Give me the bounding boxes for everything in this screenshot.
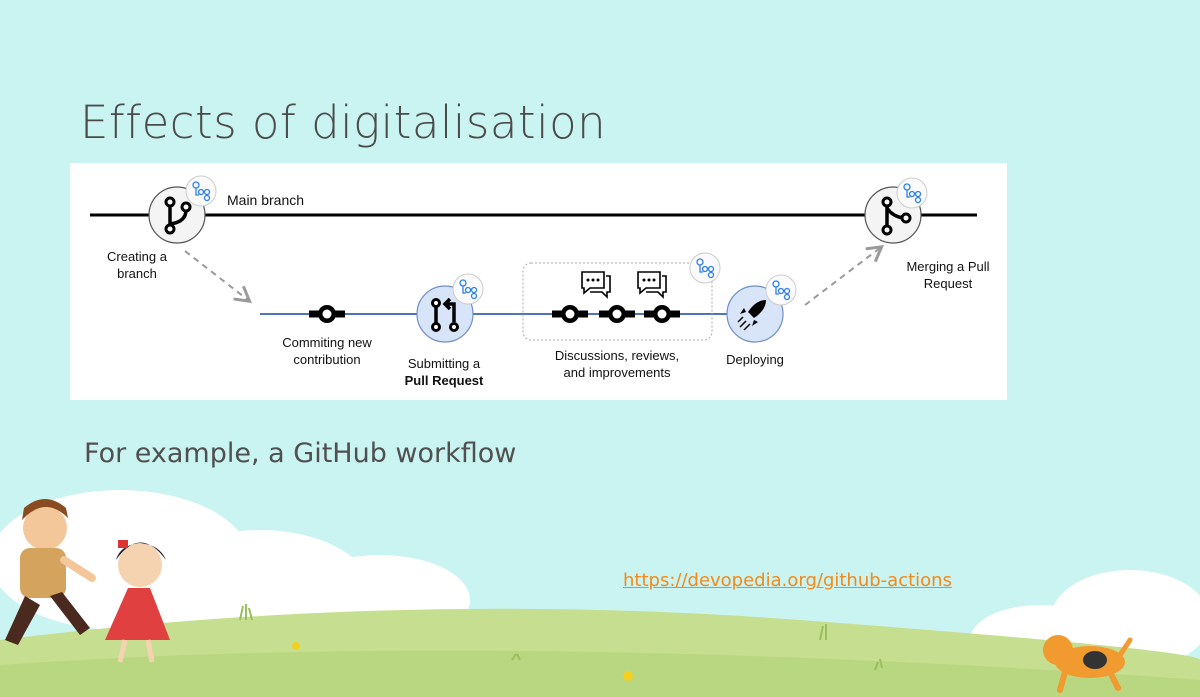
branch-arrow [184,250,252,304]
commit-icon [599,305,635,323]
step-label-pull-request: Submitting a Pull Request [404,356,484,388]
discussion-group-box [522,262,713,341]
step-label-commit: Commiting new contribution [282,335,372,367]
actions-badge-icon [452,273,484,305]
step-label-deploy: Deploying [726,352,784,367]
main-branch-label: Main branch [227,192,305,208]
boy-illustration [5,499,96,645]
actions-badge-icon [689,252,721,284]
actions-badge-icon [896,177,928,209]
commit-icon [644,305,680,323]
commit-icon [552,305,588,323]
actions-badge-icon [185,175,217,207]
comment-discussion-icon [581,271,611,298]
girl-illustration [105,540,170,663]
slide-title: Effects of digitalisation [80,96,607,149]
source-link[interactable]: https://devopedia.org/github-actions [623,570,952,591]
actions-badge-icon [765,274,797,306]
slide-subtitle: For example, a GitHub workflow [84,438,517,469]
dog-illustration [1043,635,1133,693]
rocket-icon [726,285,784,343]
commit-icon [309,305,345,323]
comment-discussion-icon [637,271,667,298]
step-label-merge: Merging a Pull Request [906,259,990,291]
step-label-discussions: Discussions, reviews, and improvements [554,348,680,380]
step-label-create-branch: Creating a branch [107,249,167,281]
merge-arrow [804,244,884,306]
github-workflow-diagram: Main branch Creating a branch Commiting … [70,163,1007,400]
